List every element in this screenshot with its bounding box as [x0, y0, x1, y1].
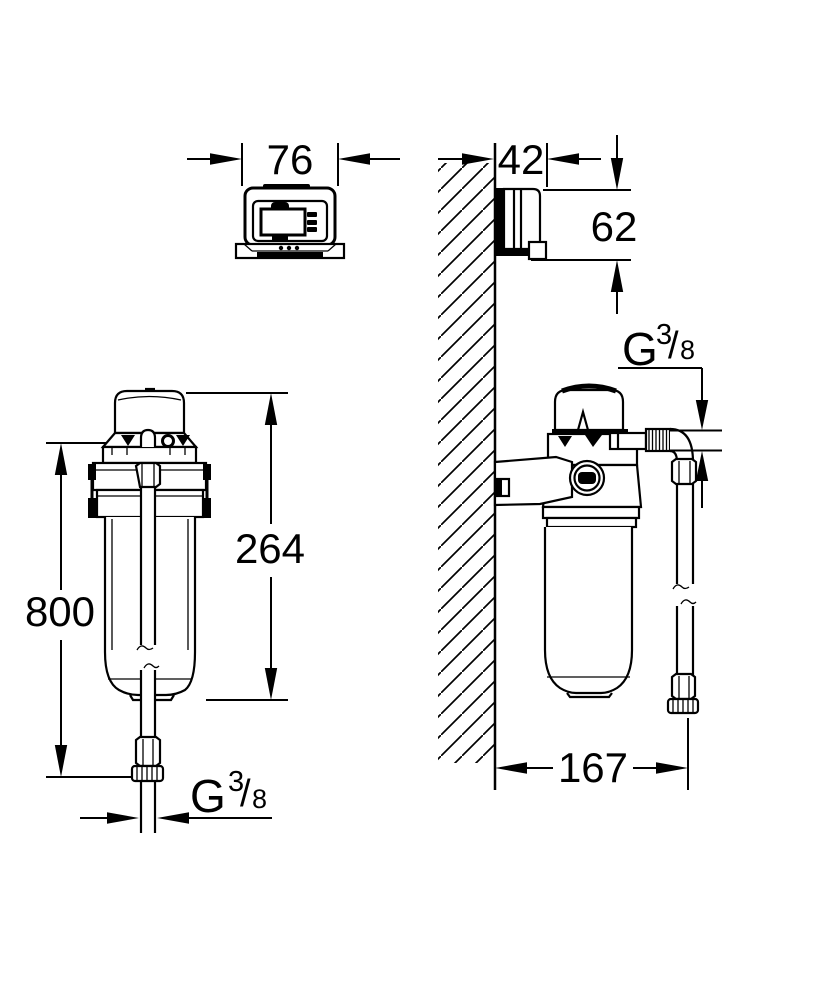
arrowhead-right-icon	[107, 812, 139, 824]
shoulder-wedge	[121, 435, 135, 446]
controller-device-front	[234, 184, 346, 260]
hose-bend	[139, 428, 157, 447]
wall-hatching	[438, 163, 495, 763]
ring-band-side	[541, 505, 641, 520]
hose-mask	[142, 487, 154, 741]
arrowhead-right-icon	[656, 762, 688, 774]
controller-side-view: 42 62	[438, 135, 637, 314]
thread-label-num: 3	[656, 319, 672, 351]
arrowhead-left-icon	[157, 812, 189, 824]
arrowhead-down-icon	[610, 158, 624, 190]
arrowhead-down-icon	[695, 400, 709, 430]
wall-section	[438, 143, 497, 790]
filter-front-view: 264 800 G 3 / 8	[25, 387, 305, 833]
break-symbol	[143, 663, 160, 669]
arrowhead-right-icon	[462, 153, 494, 165]
filter-head-band	[101, 445, 198, 465]
arrowhead-right-icon	[210, 153, 242, 165]
device-faceplate	[251, 199, 329, 243]
head-wedge	[558, 436, 572, 447]
arrowhead-down-icon	[54, 745, 68, 777]
thread-label-den: 8	[252, 784, 267, 814]
filter-cap	[113, 389, 186, 435]
wall-plate	[495, 188, 505, 256]
cartridge-foot-side	[566, 692, 613, 699]
button-icon	[307, 227, 317, 232]
device-bottom-bar	[504, 249, 535, 256]
dim-hose-800: 800	[25, 442, 131, 778]
dim-width-76: 76	[187, 136, 400, 186]
base-strip	[257, 252, 323, 258]
controller-front-view: 76	[187, 136, 400, 260]
arrowhead-left-icon	[547, 153, 579, 165]
label-bar	[272, 236, 288, 240]
arrowhead-left-icon	[495, 762, 527, 774]
button-icon	[307, 220, 317, 225]
filter-side-view: G 3 / 8 167	[493, 319, 722, 791]
bracket-anchor-dark	[496, 479, 502, 496]
elbow-fill	[670, 429, 693, 462]
base-slant	[327, 243, 337, 252]
cap-dark-top	[561, 383, 617, 394]
side-outlet-and-hose	[608, 427, 700, 715]
dim-label-800: 800	[25, 588, 95, 635]
head-wedge	[585, 435, 602, 447]
dim-height-62: 62	[531, 135, 637, 314]
dim-offset-167: 167	[495, 718, 689, 791]
arrowhead-up-icon	[264, 393, 278, 425]
dot-icon	[278, 245, 284, 251]
dim-label-264: 264	[235, 525, 305, 572]
end-hex-fitting	[134, 735, 162, 768]
arrowhead-up-icon	[610, 260, 624, 292]
shoulder-wedge	[176, 435, 190, 446]
thread-label-g: G	[190, 770, 226, 822]
thread-callout-side: G 3 / 8	[618, 319, 722, 508]
cartridge-body-side	[543, 527, 634, 695]
arrowhead-up-icon	[695, 451, 709, 481]
dim-label-76: 76	[267, 136, 314, 183]
ring-band2-side	[545, 516, 638, 529]
cable-outlet	[527, 240, 548, 261]
break-symbol	[136, 645, 154, 651]
hose-hex-nut-side	[670, 457, 698, 486]
button-icon	[307, 212, 317, 217]
wall-bracket	[493, 455, 606, 507]
dot-icon	[286, 245, 292, 251]
bracket-latch	[578, 472, 596, 484]
thread-label-slash: /	[240, 773, 251, 815]
thread-label-num: 3	[228, 766, 244, 798]
dim-label-62: 62	[591, 203, 638, 250]
dim-label-42: 42	[498, 136, 545, 183]
head-dark-band	[552, 429, 628, 434]
display-screen	[259, 207, 307, 237]
outlet-pipe	[608, 431, 648, 451]
thread-callout-bottom: G 3 / 8	[80, 766, 272, 824]
break-symbol	[672, 584, 690, 590]
cap-pointer-mark	[576, 407, 590, 431]
dim-label-167: 167	[558, 744, 628, 791]
thread-label-g: G	[622, 323, 658, 375]
elbow-outer	[669, 427, 695, 463]
controller-device-side	[495, 187, 548, 261]
bracket-boss-inner	[573, 464, 601, 492]
thread-label-den: 8	[680, 335, 695, 365]
dot-icon	[294, 245, 300, 251]
base-slant	[243, 243, 253, 252]
cap-dome-line	[117, 395, 182, 401]
port-circle	[161, 434, 175, 448]
arrowhead-up-icon	[54, 443, 68, 475]
dim-depth-42: 42	[438, 136, 601, 187]
bracket-arm	[493, 455, 574, 507]
front-hose	[130, 428, 165, 833]
arrowhead-down-icon	[264, 668, 278, 700]
thread-label-slash: /	[668, 325, 679, 367]
arrowhead-left-icon	[338, 153, 370, 165]
hose-hex-nut	[134, 461, 162, 489]
end-hex-fitting-side	[670, 672, 697, 701]
filter-cap-side	[553, 388, 625, 432]
dim-cartridge-264: 264	[186, 392, 305, 701]
break-symbol	[680, 599, 697, 605]
